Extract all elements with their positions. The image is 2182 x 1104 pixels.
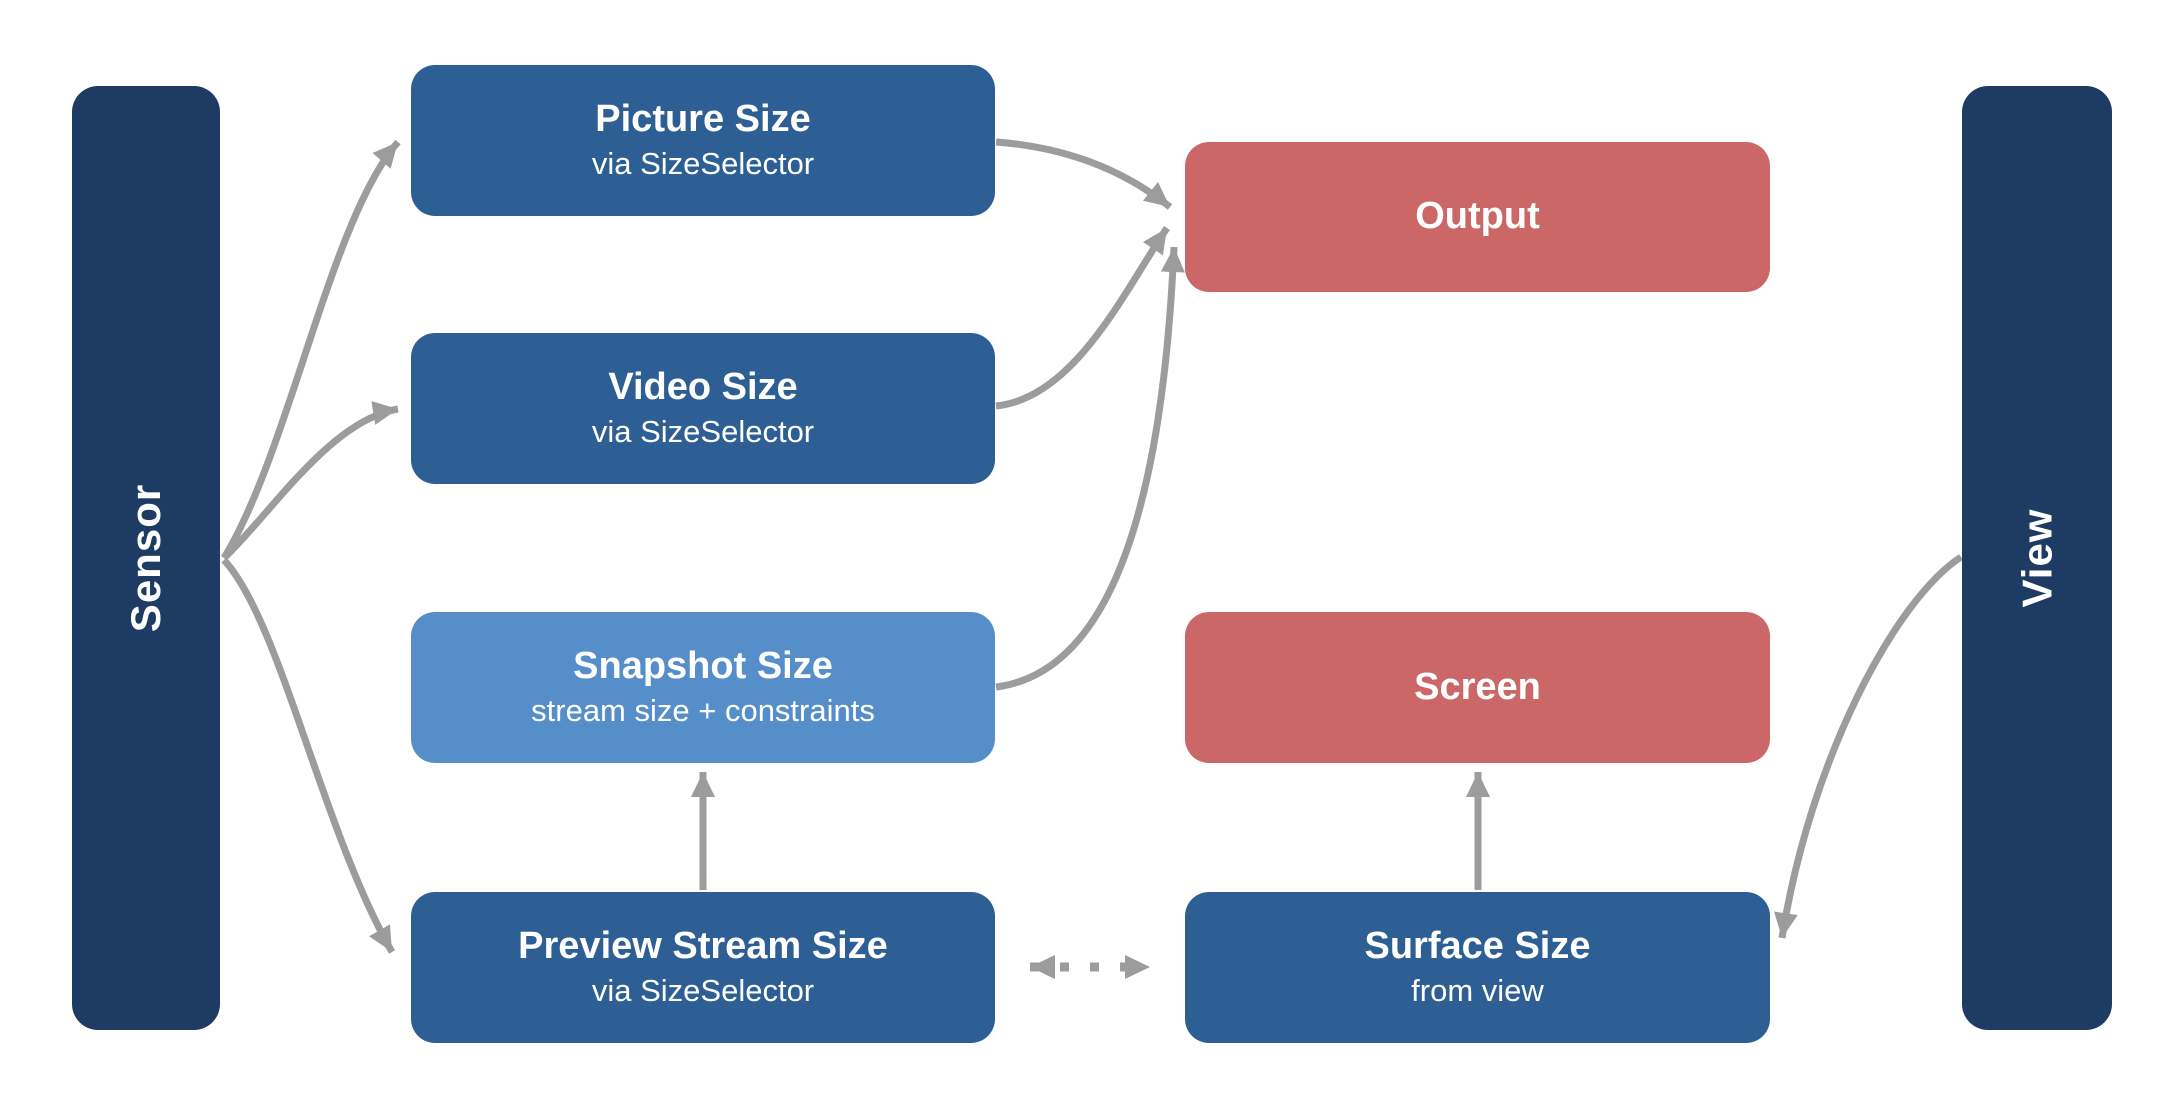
preview-stream-size-title: Preview Stream Size (518, 924, 888, 967)
sensor-bar: Sensor (72, 86, 220, 1030)
surface-size-node: Surface Size from view (1185, 892, 1770, 1043)
preview-stream-size-subtitle: via SizeSelector (591, 973, 815, 1009)
picture-size-subtitle: via SizeSelector (591, 146, 815, 182)
view-bar: View (1962, 86, 2112, 1030)
video-size-subtitle: via SizeSelector (591, 414, 815, 450)
output-node: Output (1185, 142, 1770, 292)
arrow-video-to-output (995, 226, 1170, 410)
view-bar-label: View (2012, 508, 2060, 608)
video-size-title: Video Size (608, 365, 798, 408)
picture-size-title: Picture Size (595, 97, 811, 140)
output-title: Output (1415, 195, 1540, 238)
sensor-bar-label: Sensor (122, 483, 170, 633)
arrow-sensor-to-preview (221, 557, 396, 954)
arrow-snapshot-to-output (995, 246, 1185, 691)
snapshot-size-title: Snapshot Size (573, 644, 833, 687)
surface-size-title: Surface Size (1364, 924, 1591, 967)
snapshot-size-subtitle: stream size + constraints (531, 693, 875, 729)
snapshot-size-node: Snapshot Size stream size + constraints (411, 612, 995, 763)
arrow-view-to-surface (1774, 554, 1963, 939)
preview-stream-size-node: Preview Stream Size via SizeSelector (411, 892, 995, 1043)
surface-size-subtitle: from view (1411, 973, 1544, 1009)
arrow-picture-to-output (995, 138, 1173, 210)
arrow-sensor-to-picture (221, 139, 401, 560)
screen-title: Screen (1414, 665, 1541, 708)
arrow-sensor-to-video (221, 401, 399, 561)
picture-size-node: Picture Size via SizeSelector (411, 65, 995, 216)
video-size-node: Video Size via SizeSelector (411, 333, 995, 484)
screen-node: Screen (1185, 612, 1770, 763)
